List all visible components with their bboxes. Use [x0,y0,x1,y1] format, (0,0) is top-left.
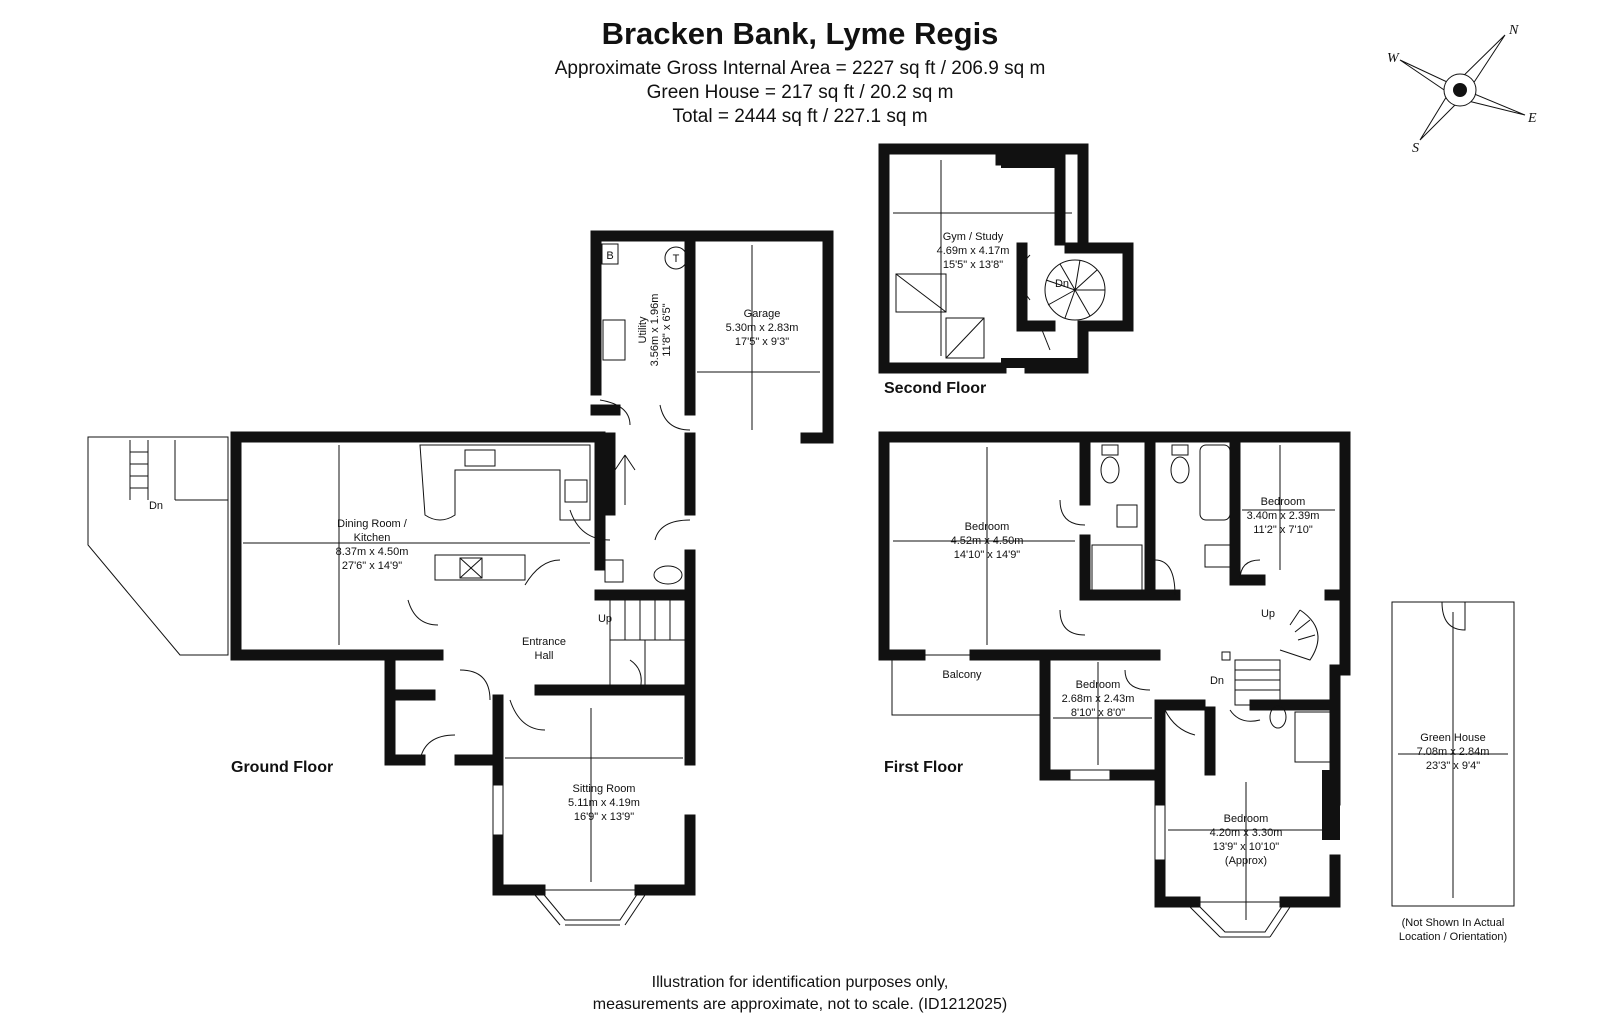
compass-south: S [1412,141,1419,156]
bedroom-4-note: (Approx) [1225,855,1267,867]
bedroom-3-metric: 2.68m x 2.43m [1062,693,1135,705]
second-floor-label: Second Floor [884,380,986,397]
bedroom-1-label: Bedroom [965,521,1010,533]
ground-floor-label: Ground Floor [231,759,333,776]
entrance-hall-label: Entrance [522,636,566,648]
green-house-note-2: Location / Orientation) [1399,931,1507,943]
compass-east: E [1527,111,1537,126]
gym-study-label: Gym / Study [943,231,1004,243]
green-house-imperial: 23'3" x 9'4" [1426,760,1480,772]
footer-disclaimer-2: measurements are approximate, not to sca… [592,996,1008,1013]
dining-imperial: 27'6" x 14'9" [342,560,402,572]
garage-metric: 5.30m x 2.83m [726,322,799,334]
utility-imperial: 11'8" x 6'5" [661,303,673,356]
sitting-room-imperial: 16'9" x 13'9" [574,811,634,823]
balcony-label: Balcony [942,669,982,681]
kitchen-label: Kitchen [354,532,391,544]
plan-title: Bracken Bank, Lyme Regis [601,16,999,51]
bedroom-4-label: Bedroom [1224,813,1269,825]
bedroom-2-metric: 3.40m x 2.39m [1247,510,1320,522]
bedroom-4-metric: 4.20m x 3.30m [1210,827,1283,839]
bedroom-4-imperial: 13'9" x 10'10" [1213,841,1280,853]
first-floor-plan: Up Dn Bedroom 4.52m x 4.50m 14'10" x 14'… [878,431,1351,938]
gross-area-text: Approximate Gross Internal Area = 2227 s… [554,58,1046,79]
boiler-symbol: B [606,250,613,262]
green-house-metric: 7.08m x 2.84m [1417,746,1490,758]
bedroom-2-label: Bedroom [1261,496,1306,508]
compass-west: W [1387,51,1400,66]
tank-symbol: T [673,253,680,265]
compass-rose: N E S W [1387,23,1537,156]
sitting-room-label: Sitting Room [573,783,636,795]
terrace-down-label: Dn [149,500,163,512]
green-house-plan: Green House 7.08m x 2.84m 23'3" x 9'4" (… [1391,601,1515,943]
dining-room-label: Dining Room / [337,518,408,530]
bedroom-1-metric: 4.52m x 4.50m [951,535,1024,547]
ground-floor-plan: Dn B T [87,230,834,926]
bedroom-2-imperial: 11'2" x 7'10" [1253,524,1313,536]
utility-metric: 3.56m x 1.96m [649,294,661,367]
first-floor-label: First Floor [884,759,963,776]
footer-disclaimer-1: Illustration for identification purposes… [651,974,949,991]
dining-metric: 8.37m x 4.50m [336,546,409,558]
first-stairs-down-label: Dn [1210,675,1224,687]
second-floor-plan: Dn Gym / Study 4.69m x 4.17m 15'5" x 13'… [878,143,1134,397]
entrance-hall-label-2: Hall [535,650,554,662]
compass-north: N [1508,23,1519,38]
gym-study-metric: 4.69m x 4.17m [937,245,1010,257]
green-house-note-1: (Not Shown In Actual [1402,917,1505,929]
total-area-text: Total = 2444 sq ft / 227.1 sq m [672,106,928,127]
utility-label: Utility [637,316,649,343]
garage-label: Garage [744,308,781,320]
green-house-area-text: Green House = 217 sq ft / 20.2 sq m [646,82,954,103]
second-stairs-down-label: Dn [1055,278,1069,290]
bedroom-3-label: Bedroom [1076,679,1121,691]
sitting-room-metric: 5.11m x 4.19m [568,797,640,809]
first-stairs-up-label: Up [1261,608,1275,620]
garage-imperial: 17'5" x 9'3" [735,336,789,348]
bedroom-1-imperial: 14'10" x 14'9" [954,549,1021,561]
bedroom-3-imperial: 8'10" x 8'0" [1071,707,1125,719]
green-house-label: Green House [1420,732,1485,744]
gym-study-imperial: 15'5" x 13'8" [943,259,1003,271]
ground-stairs-up-label: Up [598,613,612,625]
